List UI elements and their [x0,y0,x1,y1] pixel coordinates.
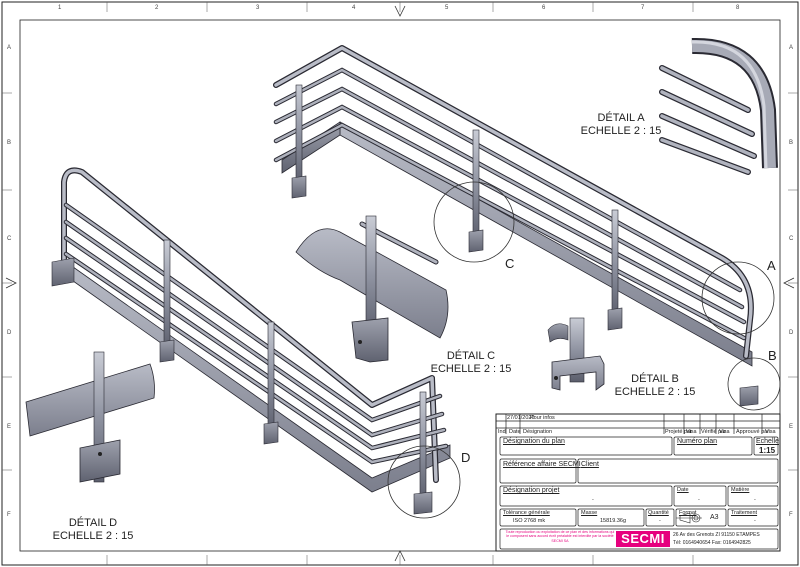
callout-letter-a: A [767,258,776,273]
ruler-row-d: D [7,330,12,336]
detail-c-scale: ECHELLE 2 : 15 [430,363,512,375]
ruler-col-8: 8 [736,5,740,11]
detail-a-scale: ECHELLE 2 : 15 [580,125,662,137]
ruler-row-c: C [7,236,12,242]
rev-header-visa-2: Visa [719,429,730,435]
ruler-row-b-right: B [789,140,794,146]
ruler-col-4: 4 [352,5,356,11]
ruler-col-7: 7 [641,5,645,11]
quantite-label: Quantité [648,510,669,516]
detail-a-caption: DÉTAIL A ECHELLE 2 : 15 [566,112,676,138]
detail-d-title: DÉTAIL D [68,517,118,529]
traitement-value: - [754,518,756,524]
ruler-row-e-right: E [789,424,794,430]
rev-header-visa-3: Visa [765,429,776,435]
company-address: 26 Av des Grenots ZI 91150 ETAMPES [673,532,760,538]
rev-header-designation: Désignation [523,429,553,435]
matiere-label: Matière [731,487,750,493]
detail-c-caption: DÉTAIL C ECHELLE 2 : 15 [416,350,526,376]
detail-c-title: DÉTAIL C [446,350,496,362]
detail-circle-c [433,181,515,263]
secmi-logo: SECMI [616,531,670,547]
ramp-posts [51,239,433,515]
tolerance-label: Tolérance générale [503,510,550,516]
rev-header-approuve: Approuvé par [736,429,770,435]
ruler-col-5: 5 [445,5,449,11]
matiere-value: - [754,497,756,503]
client-label: Client [581,461,599,468]
tolerance-value: ISO 2768 mk [513,518,546,524]
ruler-row-b: B [7,140,12,146]
rev-header-projete: Projeté par [665,429,692,435]
ruler-col-3: 3 [256,5,260,11]
detail-b-title: DÉTAIL B [631,373,679,385]
date-value: - [698,497,700,503]
detail-d-view [25,351,155,483]
callout-letter-c: C [505,256,515,271]
detail-b-caption: DÉTAIL B ECHELLE 2 : 15 [600,373,710,399]
rev-header-date: Date [509,429,521,435]
reproduction-disclaimer: Toute reproduction ou exploitation de ce… [505,530,615,543]
callout-letter-d: D [461,450,471,465]
detail-c-view [295,215,449,363]
format-symbol-icon [676,512,702,524]
detail-b-view [547,317,605,391]
designation-projet-label: Désignation projet [503,487,560,494]
detail-a-title: DÉTAIL A [597,112,645,124]
detail-circle-a [701,261,775,335]
ruler-row-c-right: C [789,236,794,242]
quantite-value: - [659,518,661,524]
revision-date: 27/01/2020 [507,415,535,421]
date-label: Date [677,487,689,493]
railing-assembly [51,45,759,515]
ruler-row-a-right: A [789,45,794,51]
ramp-intermediate-rails [63,202,449,465]
detail-d-caption: DÉTAIL D ECHELLE 2 : 15 [38,517,148,543]
detail-circle-d [387,445,461,519]
ruler-row-e: E [7,424,12,430]
echelle-value: 1:15 [759,446,776,455]
designation-plan-label: Désignation du plan [503,438,565,445]
centering-arrows [5,5,795,562]
title-block-frame [495,413,781,552]
ruler-row-a: A [7,45,12,51]
masse-value: 15819.36g [600,518,626,524]
company-contact: Tél: 0164940654 Fax: 0164942825 [673,540,751,546]
ruler-col-6: 6 [542,5,546,11]
rev-header-verifie: Vérifié par [701,429,727,435]
detail-b-scale: ECHELLE 2 : 15 [614,386,696,398]
traitement-label: Traitement [731,510,758,516]
ruler-col-2: 2 [155,5,159,11]
revision-note: Pour infos [530,415,555,421]
format-label: Format [679,510,697,516]
echelle-label: Echelle [756,438,779,445]
ruler-row-f-right: F [789,512,793,518]
ruler-row-d-right: D [789,330,794,336]
ruler-row-f: F [7,512,11,518]
designation-projet-value: - [592,497,594,503]
detail-a-view [659,37,778,175]
masse-label: Masse [581,510,598,516]
numero-plan-label: Numéro plan [677,438,718,445]
ruler-col-1: 1 [58,5,62,11]
callout-letter-b: B [768,348,777,363]
reference-affaire-label: Référence affaire SECMI [503,461,581,468]
detail-d-scale: ECHELLE 2 : 15 [52,530,134,542]
rev-header-visa-1: Visa [686,429,697,435]
format-value: A3 [710,514,719,521]
upper-posts [291,84,759,407]
detail-callout-circles [387,181,781,519]
rev-header-ind: Ind [498,429,506,435]
detail-circle-b [727,357,781,411]
